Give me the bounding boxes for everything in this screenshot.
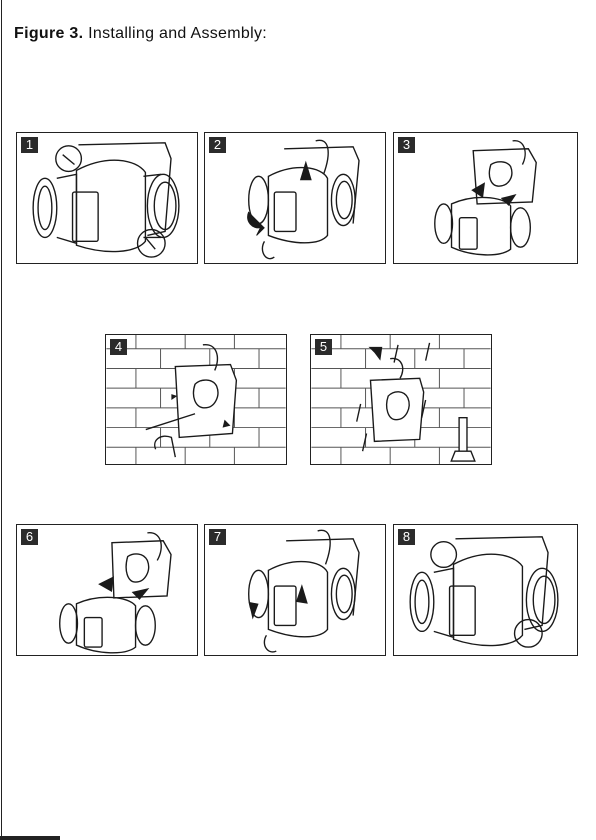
attach-fan-to-bracket-illustration [17,525,197,655]
mark-wall-holes-illustration [106,335,286,464]
step-2-panel: 2 [204,132,386,264]
step-4-panel: 4 [105,334,287,465]
close-clamps-illustration [205,525,385,655]
step-2-number: 2 [209,137,226,153]
step-6-panel: 6 [16,524,198,656]
figure-heading: Figure 3. Installing and Assembly: [14,25,267,43]
fan-assembled-with-clamps-illustration [17,133,197,263]
drill-and-mount-bracket-illustration [311,335,491,464]
step-3-panel: 3 [393,132,578,264]
step-8-number: 8 [398,529,415,545]
step-5-panel: 5 [310,334,492,465]
step-5-number: 5 [315,339,332,355]
page-left-border [1,0,2,840]
step-7-number: 7 [209,529,226,545]
step-3-number: 3 [398,137,415,153]
fan-mounted-complete-illustration [394,525,577,655]
separate-bracket-illustration [394,133,577,263]
step-4-number: 4 [110,339,127,355]
step-8-panel: 8 [393,524,578,656]
step-7-panel: 7 [204,524,386,656]
page-bottom-mark [0,836,60,840]
figure-title: Installing and Assembly: [83,25,267,42]
release-clamps-illustration [205,133,385,263]
step-6-number: 6 [21,529,38,545]
step-1-panel: 1 [16,132,198,264]
figure-label: Figure 3. [14,25,83,42]
step-1-number: 1 [21,137,38,153]
